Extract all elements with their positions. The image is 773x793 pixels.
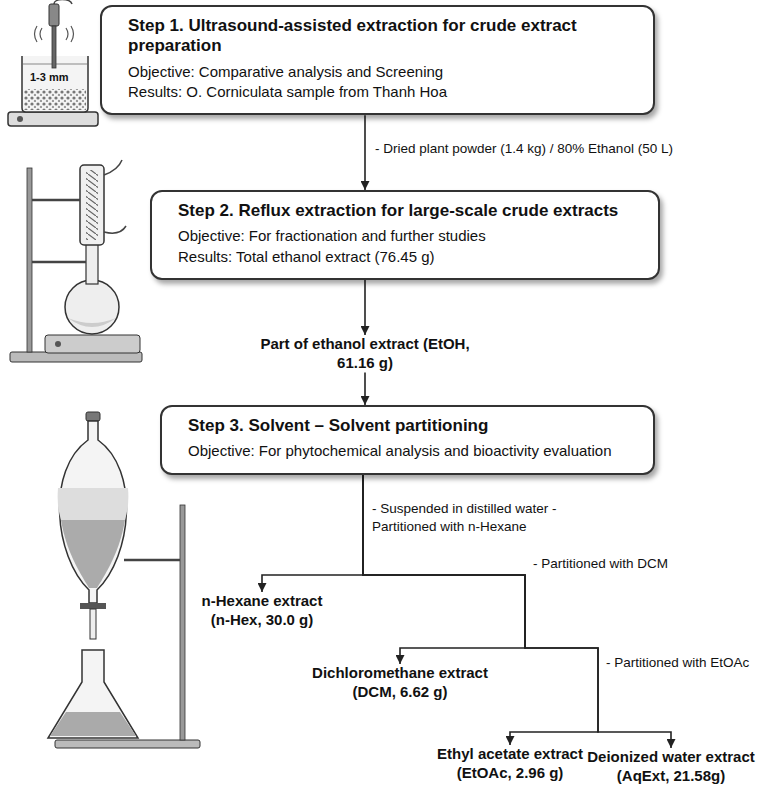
process-box: Step 1. Ultrasound-assisted extraction f… <box>100 5 655 115</box>
water-hose <box>104 160 126 233</box>
extract-label: Ethyl acetate extract (EtOAc, 2.96 g) <box>425 745 595 783</box>
node-title: Deionized water extract (AqExt, 21.58g) <box>578 748 764 786</box>
sonication-probe <box>52 26 56 68</box>
flow-arrow <box>262 475 363 592</box>
size-label: 1-3 mm <box>28 71 71 83</box>
clamp <box>32 199 80 202</box>
edge-label: - Suspended in distilled water - Partiti… <box>370 500 574 535</box>
flow-arrow <box>363 475 671 748</box>
node-title: Step 2. Reflux extraction for large-scal… <box>178 201 642 221</box>
edge-label: - Partitioned with EtOAc <box>604 654 751 672</box>
extract-label: Deionized water extract (AqExt, 21.58g) <box>578 748 764 786</box>
node-title: Ethyl acetate extract (EtOAc, 2.96 g) <box>425 745 595 783</box>
process-box: Step 2. Reflux extraction for large-scal… <box>150 190 660 280</box>
node-title: Step 3. Solvent – Solvent partitioning <box>188 416 637 436</box>
node-title: n-Hexane extract (n-Hex, 30.0 g) <box>192 592 332 630</box>
flow-arrow <box>364 280 366 335</box>
extract-label: Part of ethanol extract (EtOH, 61.16 g) <box>260 335 470 373</box>
lower-phase <box>61 520 125 588</box>
clamp <box>32 261 86 264</box>
reflux-apparatus <box>10 160 142 362</box>
cable <box>54 0 72 4</box>
stand-rod <box>180 505 185 740</box>
erlenmeyer-flask <box>48 650 138 738</box>
upper-phase <box>58 488 129 520</box>
process-box: Step 3. Solvent – Solvent partitioningOb… <box>160 405 655 475</box>
stopper <box>86 412 100 421</box>
node-title: Step 1. Ultrasound-assisted extraction f… <box>128 16 637 57</box>
stand-rod <box>27 168 32 352</box>
node-title: Part of ethanol extract (EtOH, 61.16 g) <box>260 335 470 373</box>
node-title: Dichloromethane extract (DCM, 6.62 g) <box>300 664 500 702</box>
edge-label: - Partitioned with DCM <box>531 555 670 573</box>
condenser <box>80 165 104 245</box>
ultrasound-waves <box>35 26 74 42</box>
ultrasound-apparatus <box>8 0 98 126</box>
flow-arrow <box>364 115 366 190</box>
node-text: Objective: Comparative analysis and Scre… <box>128 62 637 82</box>
node-text: Results: Total ethanol extract (76.45 g) <box>178 247 642 267</box>
flow-arrow <box>363 475 598 745</box>
flask-liquid <box>50 712 136 736</box>
flask-liquid <box>68 318 116 327</box>
flask-neck <box>86 240 98 284</box>
stopcock <box>80 603 106 609</box>
extract-label: Dichloromethane extract (DCM, 6.62 g) <box>300 664 500 702</box>
heating-mantle <box>45 335 140 353</box>
plant-powder <box>24 89 86 110</box>
extract-label: n-Hexane extract (n-Hex, 30.0 g) <box>192 592 332 630</box>
knob <box>17 116 23 122</box>
stand-base <box>55 740 200 748</box>
round-bottom-flask <box>65 280 119 334</box>
ring-clamp <box>124 559 180 562</box>
funnel-stem <box>90 609 96 639</box>
node-text: Results: O. Corniculata sample from Than… <box>128 82 637 102</box>
node-text: Objective: For fractionation and further… <box>178 226 642 246</box>
flow-arrow <box>364 373 366 406</box>
node-text: Objective: For phytochemical analysis an… <box>188 441 637 461</box>
probe-housing <box>49 4 59 26</box>
edge-label: - Dried plant powder (1.4 kg) / 80% Etha… <box>373 140 675 158</box>
knob <box>55 341 61 347</box>
condenser-coil <box>86 170 98 240</box>
stirrer-plate <box>8 112 98 126</box>
